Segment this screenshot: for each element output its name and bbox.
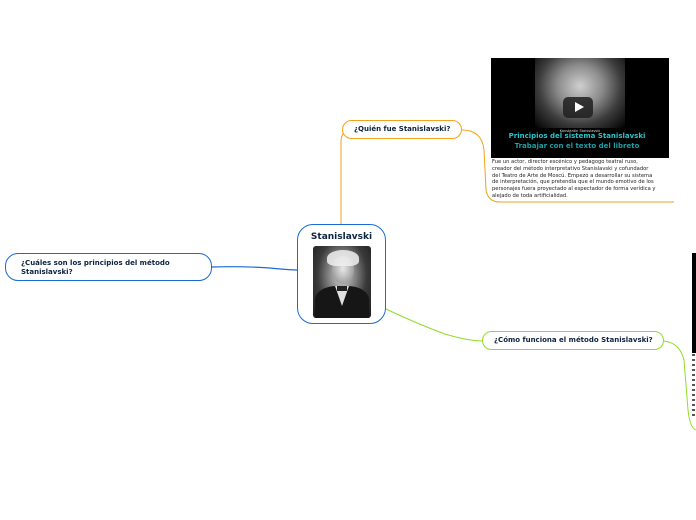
topic-quien-label: ¿Quién fue Stanislavski? (354, 125, 451, 133)
video-author: Konstantin Stanislavski (559, 129, 601, 133)
description-line: personajes fuera proyectado al espectado… (492, 186, 656, 193)
offscreen-image (692, 253, 696, 353)
connector-como-right (663, 340, 696, 431)
connector-principios (211, 266, 299, 271)
description-line: del Teatro de Arte de Moscú. Empezó a de… (492, 172, 653, 179)
video-thumbnail[interactable]: Konstantin Stanislavski Principios del s… (491, 58, 669, 158)
topic-quien[interactable]: ¿Quién fue Stanislavski? (342, 120, 462, 139)
topic-principios-line1: ¿Cuáles son los principios del método (21, 259, 170, 267)
description-line: de interpretación, que pretendía que el … (492, 179, 654, 186)
connector-como (385, 308, 484, 342)
description-text: Fue un actor, director escénico y pedago… (492, 159, 670, 200)
video-title-line2: Trabajar con el texto del libreto (514, 142, 640, 150)
description-line: Fue un actor, director escénico y pedago… (492, 159, 638, 165)
connector-quien-desc (461, 129, 674, 203)
topic-como[interactable]: ¿Cómo funciona el método Stanislavski? (482, 331, 664, 350)
offscreen-text (692, 354, 696, 424)
topic-principios-line2: Stanislavski? (21, 268, 73, 276)
play-icon[interactable] (563, 97, 593, 118)
central-node[interactable]: Stanislavski (297, 224, 386, 324)
video-title-line1: Principios del sistema Stanislavski (508, 132, 646, 140)
description-line: alejado de toda artificialidad. (492, 192, 568, 199)
topic-principios[interactable]: ¿Cuáles son los principios del método St… (5, 253, 212, 281)
topic-como-label: ¿Cómo funciona el método Stanislavski? (494, 336, 653, 344)
connector-quien (340, 129, 353, 224)
portrait-image (313, 246, 371, 318)
central-title: Stanislavski (310, 232, 373, 242)
description-line: creador del método interpretativo Stanis… (492, 165, 649, 172)
